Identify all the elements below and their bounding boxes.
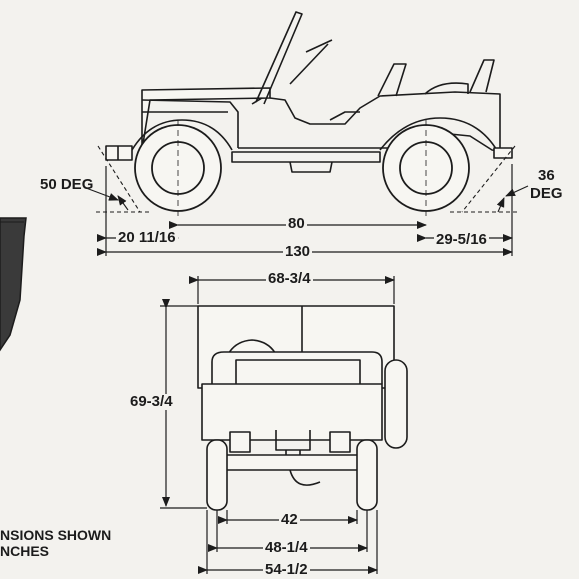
approach-angle-lines xyxy=(85,145,150,213)
front-overhang-label: 20 11/16 xyxy=(116,229,178,246)
overall-height-label: 69-3/4 xyxy=(128,393,175,410)
rear-angle-value-label: 36 xyxy=(538,167,555,184)
front-wheel xyxy=(134,120,222,218)
front-angle-label: 50 DEG xyxy=(40,176,94,193)
rear-angle-unit-label: DEG xyxy=(530,185,563,202)
rear-overhang-label: 29-5/16 xyxy=(434,231,489,248)
departure-angle-lines xyxy=(450,145,529,213)
track-width-label: 48-1/4 xyxy=(263,539,310,556)
wheelbase-label: 80 xyxy=(286,215,307,232)
overall-length-label: 130 xyxy=(283,243,313,260)
rear-view-jeep xyxy=(197,305,408,511)
tread-label: 42 xyxy=(279,511,300,528)
units-note-line2: NCHES xyxy=(0,543,50,559)
rear-wheel xyxy=(382,120,470,218)
top-width-label: 68-3/4 xyxy=(266,270,313,287)
units-note-line1: NSIONS SHOWN xyxy=(0,527,112,543)
overall-width-label: 54-1/2 xyxy=(263,561,310,578)
adjacent-vehicle-partial xyxy=(0,217,27,352)
